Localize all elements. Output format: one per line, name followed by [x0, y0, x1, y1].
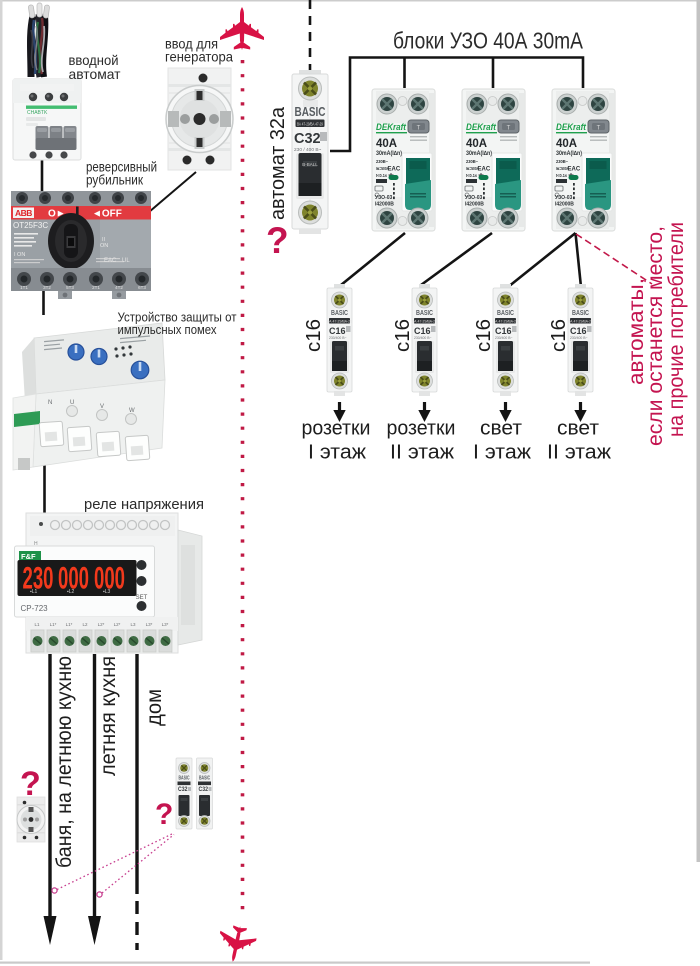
svg-text:автомат 32а: автомат 32а [266, 106, 289, 220]
svg-text:000: 000 [58, 561, 89, 595]
svg-text:◄OFF: ◄OFF [92, 209, 122, 220]
svg-text:I этаж: I этаж [473, 442, 532, 464]
svg-text:2T1: 2T1 [92, 285, 100, 290]
svg-text:свет: свет [480, 418, 522, 440]
svg-text:L3*: L3* [146, 622, 153, 627]
svg-text:L2*: L2* [114, 622, 121, 627]
svg-text:блоки УЗО 40А 30mA: блоки УЗО 40А 30mA [393, 28, 584, 54]
svg-text:вводной: вводной [69, 52, 119, 68]
svg-text:розетки: розетки [302, 418, 371, 440]
svg-text:B-BALL: B-BALL [302, 162, 318, 167]
svg-text:5T3: 5T3 [66, 285, 74, 290]
svg-text:1T1: 1T1 [20, 285, 28, 290]
svg-text:ABB: ABB [15, 208, 32, 218]
svg-text:L3*: L3* [162, 622, 169, 627]
svg-text:с16: с16 [547, 319, 570, 352]
svg-text:L3: L3 [130, 622, 136, 627]
svg-text:автоматы,: автоматы, [625, 278, 648, 385]
svg-text:SET: SET [136, 595, 148, 601]
svg-text:автомат: автомат [69, 66, 122, 82]
svg-text:4T2: 4T2 [115, 285, 123, 290]
svg-text:6T3: 6T3 [138, 285, 146, 290]
svg-text:II: II [102, 237, 106, 243]
svg-text:розетки: розетки [387, 418, 456, 440]
svg-text:L2*: L2* [98, 622, 105, 627]
svg-text:UL: UL [122, 258, 130, 264]
svg-text:H: H [34, 541, 38, 547]
svg-text:?: ? [266, 220, 289, 261]
svg-text:С32: С32 [294, 131, 321, 147]
svg-text:II этаж: II этаж [390, 442, 455, 464]
svg-text:с16: с16 [302, 319, 325, 352]
svg-text:L2: L2 [82, 622, 88, 627]
svg-text:генератора: генератора [165, 49, 233, 65]
svg-text:F&F: F&F [21, 552, 36, 561]
svg-text:L1*: L1* [50, 622, 57, 627]
svg-text:ВА 47-29/ВА 47-29: ВА 47-29/ВА 47-29 [297, 122, 323, 128]
svg-text:I этаж: I этаж [308, 442, 367, 464]
svg-text:I ON: I ON [14, 252, 25, 258]
svg-text:II этаж: II этаж [547, 442, 612, 464]
svg-text:импульсных помех: импульсных помех [118, 323, 218, 337]
svg-text:3T2: 3T2 [43, 285, 51, 290]
svg-text:230: 230 [23, 561, 54, 595]
svg-text:Устройство защиты от: Устройство защиты от [118, 311, 237, 325]
svg-text:O►: O► [48, 209, 66, 220]
svg-text:U: U [70, 400, 74, 406]
svg-text:?: ? [155, 798, 173, 831]
svg-text:▪L3: ▪L3 [103, 589, 111, 595]
svg-text:ввод для: ввод для [165, 36, 218, 52]
svg-text:V: V [100, 404, 104, 410]
svg-text:баня, на летнюю кухню: баня, на летнюю кухню [53, 656, 76, 868]
svg-text:с16: с16 [472, 319, 495, 352]
svg-text:летняя кухня: летняя кухня [97, 656, 120, 776]
svg-text:CP-723: CP-723 [21, 604, 49, 613]
svg-text:W: W [129, 408, 135, 414]
svg-text:▪L1: ▪L1 [30, 589, 38, 595]
svg-text:реверсивный: реверсивный [86, 159, 157, 175]
svg-text:000: 000 [94, 561, 125, 595]
svg-text:рубильник: рубильник [86, 172, 144, 188]
svg-text:с16: с16 [391, 319, 414, 352]
svg-text:CHABTK: CHABTK [27, 110, 48, 116]
svg-text:▪L2: ▪L2 [67, 589, 75, 595]
svg-text:BASIC: BASIC [295, 104, 326, 119]
svg-text:если останется место,: если останется место, [644, 226, 667, 446]
svg-text:L1*: L1* [66, 622, 73, 627]
svg-text:реле напряжения: реле напряжения [84, 496, 204, 513]
svg-text:на прочие потребители: на прочие потребители [665, 222, 688, 437]
svg-text:дом: дом [143, 689, 166, 726]
svg-text:230 / 400 В~: 230 / 400 В~ [294, 147, 322, 153]
svg-text:EAC: EAC [104, 258, 117, 264]
svg-text:?: ? [20, 765, 41, 803]
svg-text:N: N [48, 400, 52, 406]
svg-text:OT25F3C: OT25F3C [13, 221, 48, 230]
svg-text:L1: L1 [34, 622, 40, 627]
svg-text:ON: ON [100, 243, 108, 249]
svg-text:свет: свет [557, 418, 599, 440]
